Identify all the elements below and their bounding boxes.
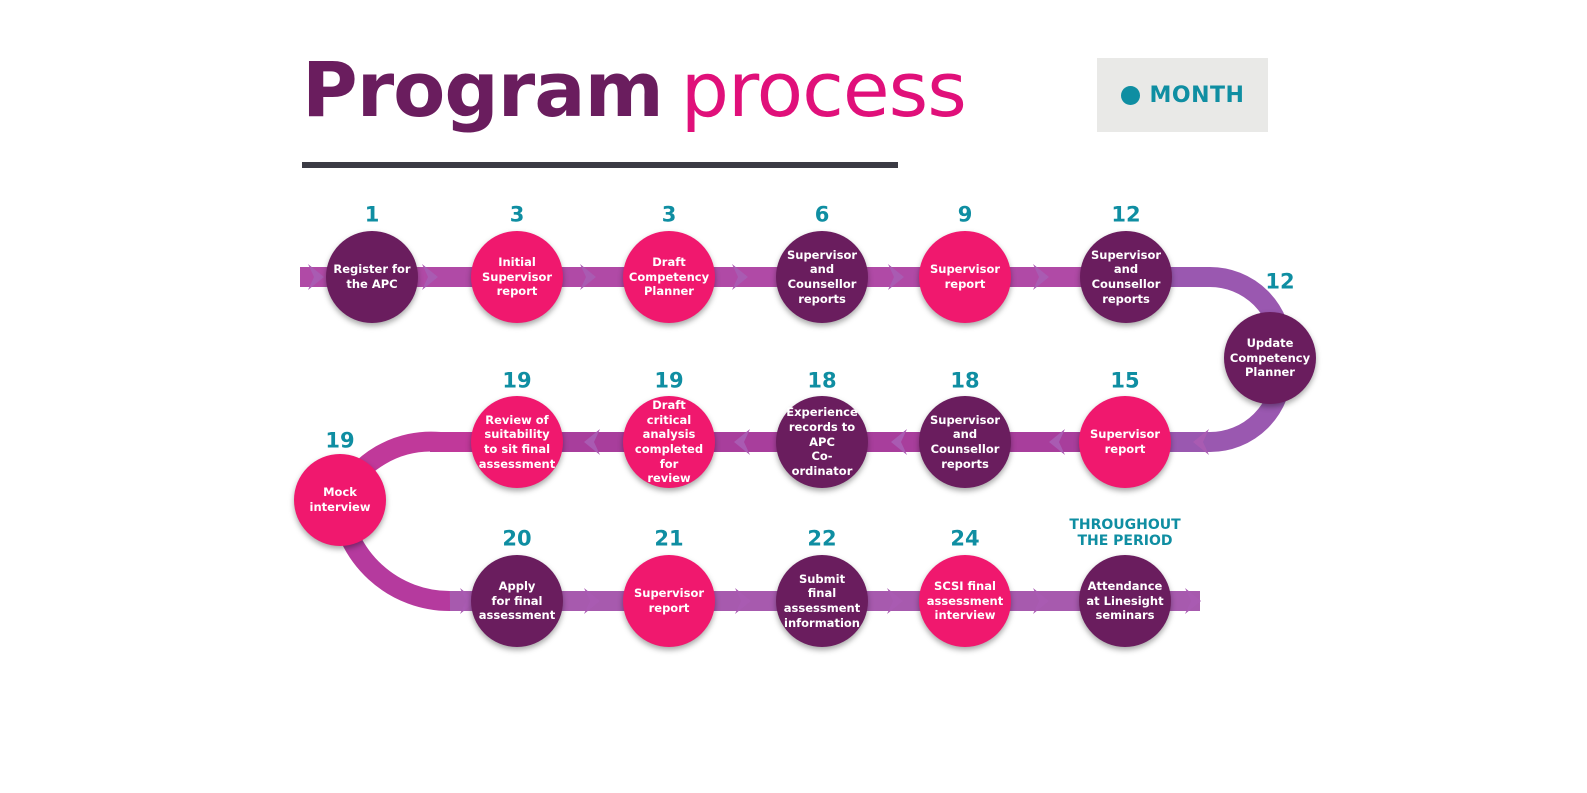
track-arrow-icon: [891, 429, 907, 455]
step-circle: Supervisor and Counsellor reports: [776, 231, 868, 323]
step-month: 3: [661, 202, 677, 227]
legend: MONTH: [1097, 58, 1268, 132]
step-circle: Experience records to APC Co-ordinator: [776, 396, 868, 488]
track-arrow-icon: [422, 264, 438, 290]
step-month: 15: [1110, 368, 1140, 393]
track-arrow-icon: [1185, 588, 1201, 614]
track-arrow-icon: [1193, 429, 1209, 455]
step-month: 22: [807, 526, 837, 551]
step-circle: Draft Competency Planner: [623, 231, 715, 323]
track-arrow-icon: [1049, 429, 1065, 455]
title-bold-word: Program: [302, 45, 664, 134]
step-circle: Attendance at Linesight seminars: [1079, 555, 1171, 647]
step-month: 12: [1111, 202, 1141, 227]
track-arrow-icon: [584, 429, 600, 455]
step-month: 1: [364, 202, 380, 227]
track-arrow-icon: [735, 588, 751, 614]
step-month: 9: [957, 202, 973, 227]
title-underline: [302, 162, 898, 168]
step-circle: Submit final assessment information: [776, 555, 868, 647]
step-circle: Draft critical analysis completed for re…: [623, 396, 715, 488]
track-arrow-icon: [734, 429, 750, 455]
track-arrow-icon: [584, 588, 600, 614]
track-arrow-icon: [1033, 264, 1049, 290]
track-arrow-icon: [887, 588, 903, 614]
step-circle: Supervisor and Counsellor reports: [919, 396, 1011, 488]
step-circle: Supervisor and Counsellor reports: [1080, 231, 1172, 323]
step-month: 18: [807, 368, 837, 393]
step-month: 6: [814, 202, 830, 227]
step-circle: Apply for final assessment: [471, 555, 563, 647]
step-month: 21: [654, 526, 684, 551]
step-month: 19: [325, 428, 355, 453]
step-month: 3: [509, 202, 525, 227]
track-arrow-icon: [888, 264, 904, 290]
step-month: 19: [502, 368, 532, 393]
track-arrow-icon: [580, 264, 596, 290]
step-month: 24: [950, 526, 980, 551]
track-arrow-icon: [1033, 588, 1049, 614]
step-month: 18: [950, 368, 980, 393]
step-month: 19: [654, 368, 684, 393]
month-dot-icon: [1120, 85, 1140, 105]
step-circle: Mock interview: [294, 454, 386, 546]
step-circle: Supervisor report: [919, 231, 1011, 323]
step-circle: Supervisor report: [1079, 396, 1171, 488]
step-circle: Supervisor report: [623, 555, 715, 647]
track-arrow-icon: [460, 588, 476, 614]
title-light-word: process: [680, 45, 967, 134]
track-arrow-icon: [732, 264, 748, 290]
step-circle: Register for the APC: [326, 231, 418, 323]
step-month: 12: [1265, 269, 1295, 294]
step-circle: Initial Supervisor report: [471, 231, 563, 323]
step-circle: Update Competency Planner: [1224, 312, 1316, 404]
step-month: THROUGHOUT THE PERIOD: [1069, 516, 1181, 549]
legend-label: MONTH: [1149, 82, 1245, 108]
step-month: 20: [502, 526, 532, 551]
step-circle: Review of suitability to sit final asses…: [471, 396, 563, 488]
step-circle: SCSI final assessment interview: [919, 555, 1011, 647]
track-arrow-icon: [308, 264, 324, 290]
